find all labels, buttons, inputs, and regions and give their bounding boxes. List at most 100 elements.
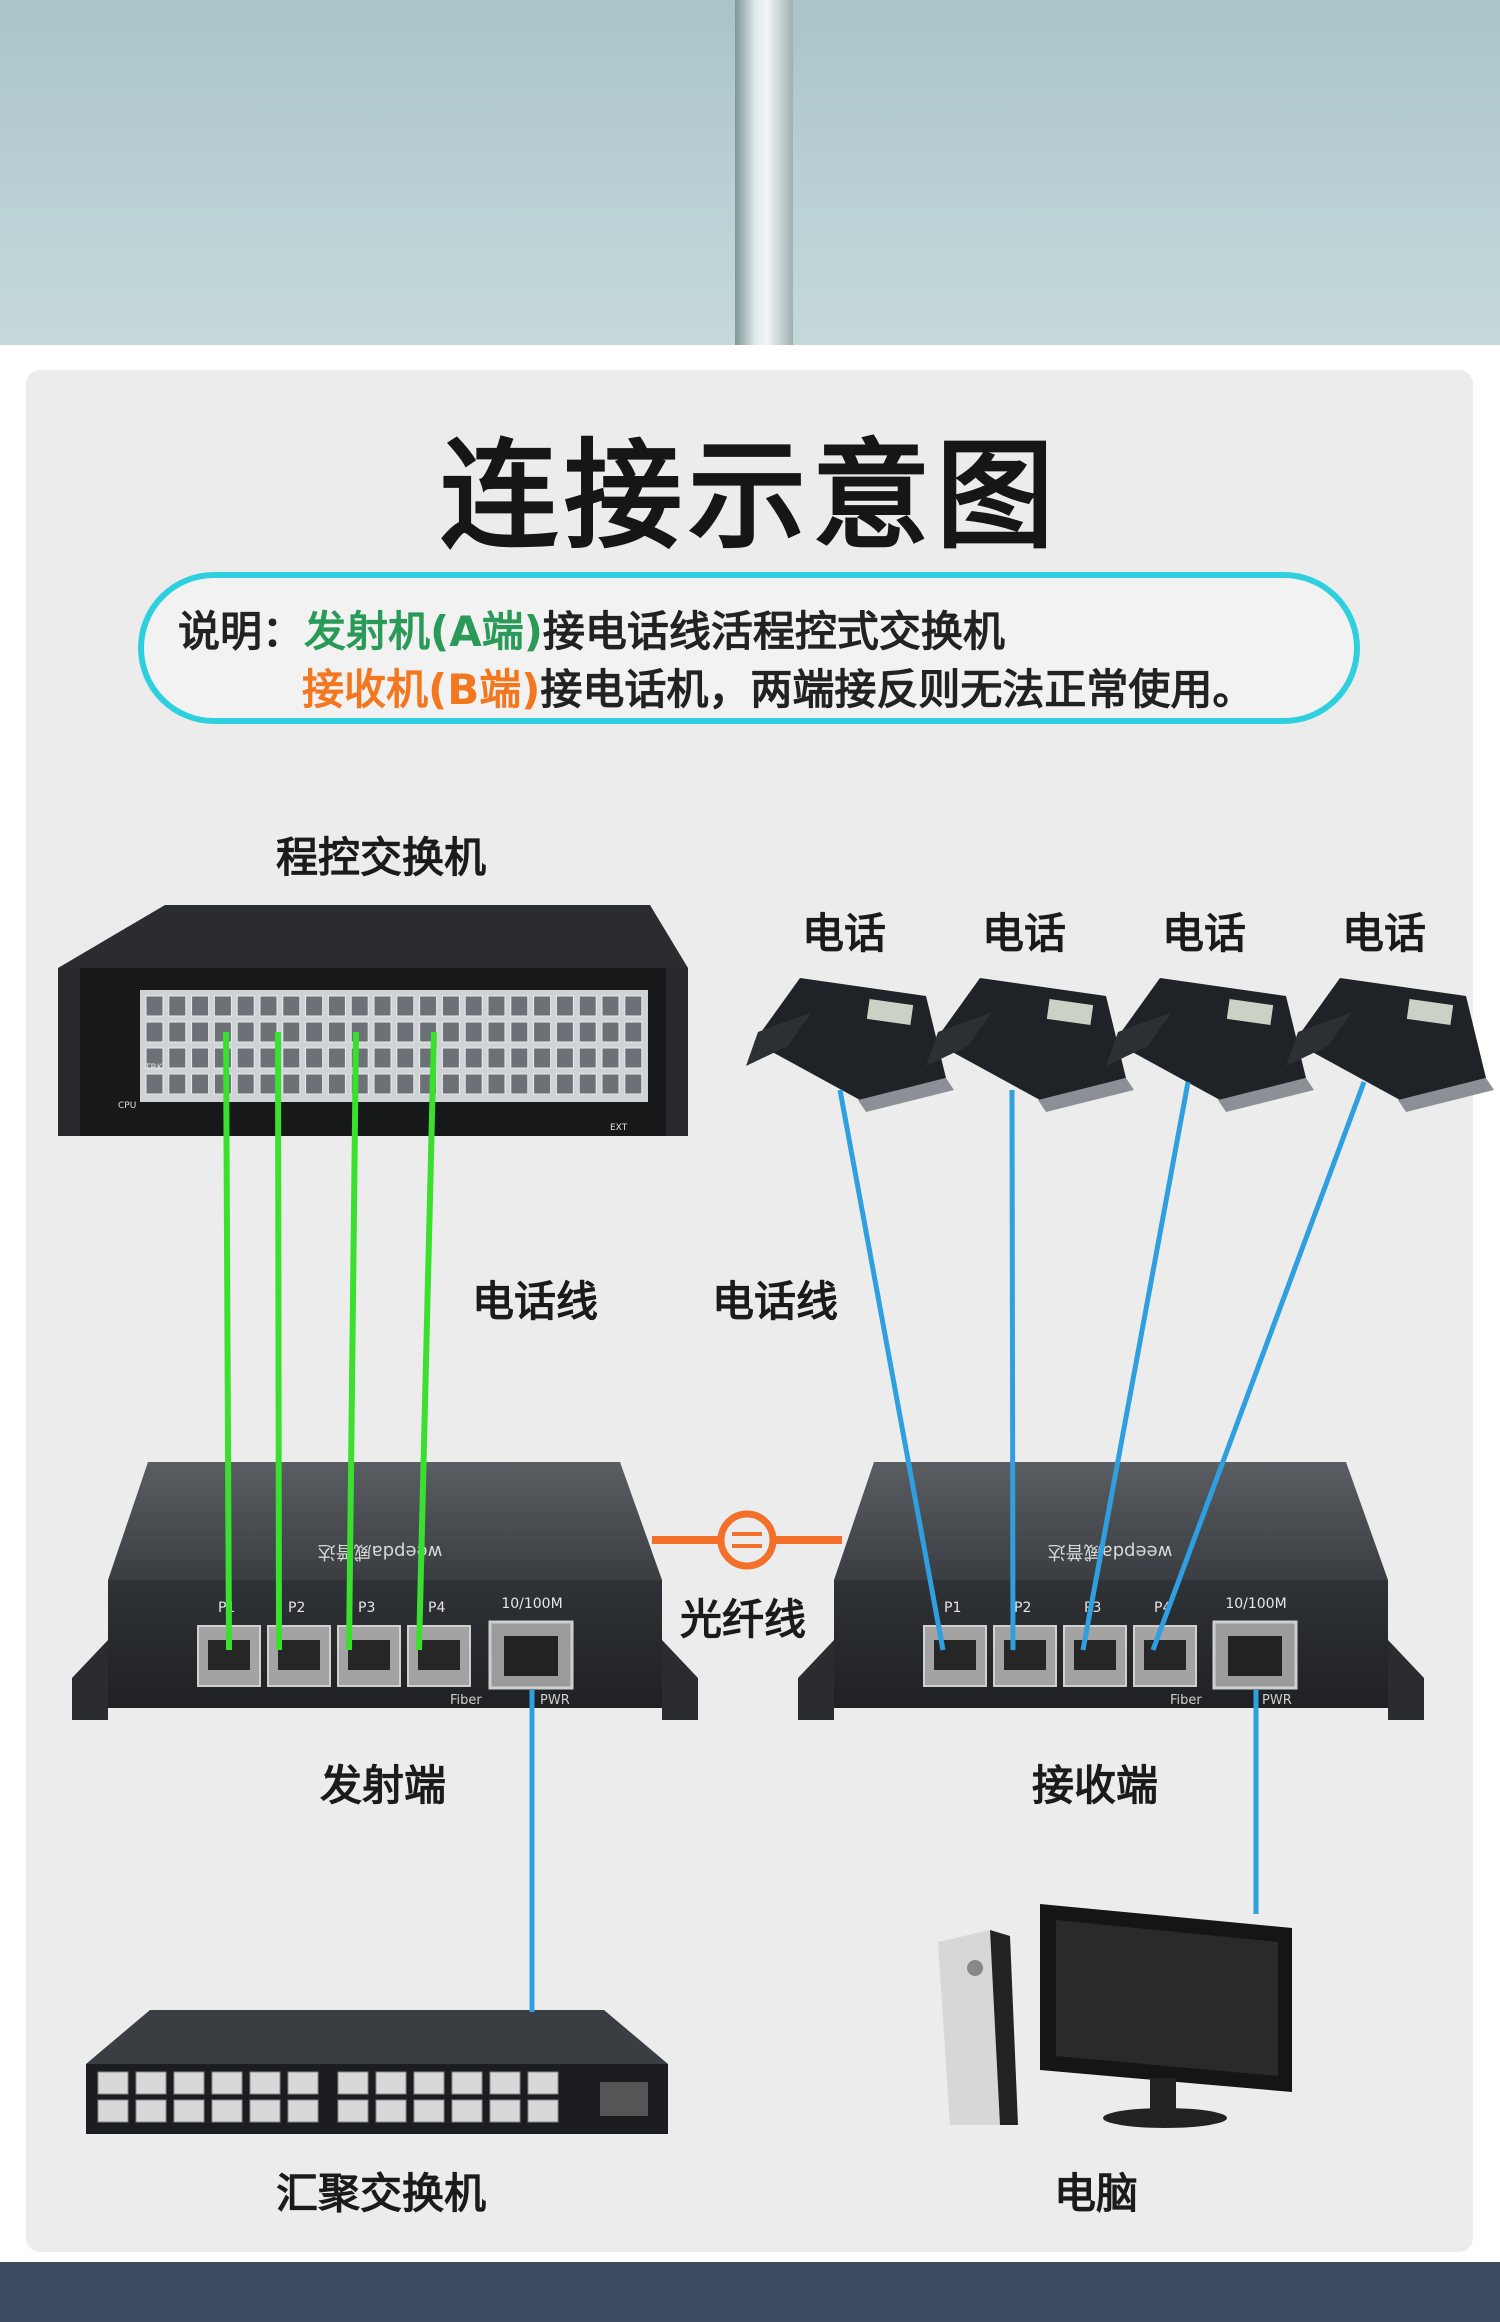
switch-port [287, 2099, 319, 2123]
pbx-port [487, 1021, 506, 1043]
pbx-port [396, 1047, 415, 1069]
pbx-port [282, 1021, 301, 1043]
pbx-cpu-label: CPU [118, 1101, 136, 1111]
pbx-port [464, 1021, 483, 1043]
switch-port [451, 2071, 483, 2095]
pbx-port [578, 1021, 597, 1043]
fiber-link [652, 1510, 842, 1570]
switch-port [97, 2071, 129, 2095]
pbx-line-2 [275, 1031, 282, 1651]
pbx-port [145, 995, 164, 1017]
pbx-port [624, 1021, 643, 1043]
pbx-port [510, 995, 529, 1017]
pbx-port [168, 1073, 187, 1095]
switch-port [135, 2071, 167, 2095]
note-rx-device: 接收机(B端) [302, 665, 541, 714]
pbx-port [327, 995, 346, 1017]
switch-port [413, 2071, 445, 2095]
aggregation-switch-label: 汇聚交换机 [276, 2169, 487, 2218]
pbx-port [441, 1047, 460, 1069]
top-banner-photo [0, 0, 1500, 345]
switch-port [287, 2071, 319, 2095]
pbx-port [327, 1047, 346, 1069]
pbx-port [168, 1021, 187, 1043]
phone-label-4: 电话 [1342, 909, 1427, 958]
phone-label-2: 电话 [982, 909, 1067, 958]
pbx-port [396, 1021, 415, 1043]
pbx-port [282, 995, 301, 1017]
pbx-port [396, 995, 415, 1017]
pbx-port [191, 1073, 210, 1095]
switch-port [489, 2071, 521, 2095]
pbx-port [464, 1073, 483, 1095]
pbx-port [419, 995, 438, 1017]
phone-group [746, 978, 1494, 1112]
pbx-port [555, 995, 574, 1017]
pbx-port [282, 1047, 301, 1069]
pbx-port [487, 995, 506, 1017]
transmitter-device: weepda威普达 P1P2P3P4 10/100M Fiber PWR [72, 1462, 698, 1720]
pbx-port [464, 1047, 483, 1069]
pbx-port [350, 995, 369, 1017]
pbx-line-4 [416, 1031, 437, 1651]
pbx-port [305, 1047, 324, 1069]
pbx-port [601, 1047, 620, 1069]
pbx-port [191, 1047, 210, 1069]
note-tx-text: 接电话线活程控式交换机 [542, 607, 1005, 656]
note-prefix: 说明： [178, 607, 305, 656]
pbx-port [487, 1073, 506, 1095]
pbx-port [145, 1073, 164, 1095]
switch-port [97, 2099, 129, 2123]
switch-port [337, 2071, 369, 2095]
phone-2-icon [926, 978, 1134, 1112]
note-line-1: 说明：发射机(A端)接电话线活程控式交换机 [178, 598, 1005, 659]
receiver-speed-label: 10/100M [1225, 1596, 1286, 1612]
switch-port [249, 2071, 281, 2095]
transmitter-pwr-label: PWR [540, 1693, 570, 1708]
pbx-port [464, 995, 483, 1017]
fiber-label: 光纤线 [680, 1595, 807, 1644]
switch-port [375, 2099, 407, 2123]
pbx-port [236, 1047, 255, 1069]
phone-line-label-right: 电话线 [712, 1277, 839, 1326]
pbx-port [396, 1073, 415, 1095]
pbx-port [145, 1021, 164, 1043]
phone-line-label-left: 电话线 [472, 1277, 599, 1326]
pbx-port [510, 1021, 529, 1043]
switch-port [249, 2099, 281, 2123]
note-rx-text: 接电话机，两端接反则无法正常使用。 [540, 665, 1255, 714]
pbx-port [578, 1047, 597, 1069]
transmitter-port-label-4: P4 [428, 1600, 445, 1616]
pbx-trk-label: TRK [144, 1063, 164, 1073]
pbx-port [282, 1073, 301, 1095]
pbx-port [578, 995, 597, 1017]
pbx-ext-label: EXT [610, 1123, 628, 1133]
pbx-port [533, 1021, 552, 1043]
pbx-port [555, 1047, 574, 1069]
switch-port [375, 2071, 407, 2095]
transmitter-label: 发射端 [320, 1761, 447, 1810]
switch-port [413, 2099, 445, 2123]
switch-port [489, 2099, 521, 2123]
pbx-port [533, 995, 552, 1017]
pbx-port [601, 1021, 620, 1043]
computer-device [938, 1904, 1292, 2128]
phone-4-icon [1286, 978, 1494, 1112]
pbx-port [601, 995, 620, 1017]
pbx-port [191, 995, 210, 1017]
pbx-port [236, 1073, 255, 1095]
switch-port [527, 2071, 559, 2095]
switch-port [135, 2099, 167, 2123]
phone-line-4 [1150, 1081, 1367, 1651]
note-tx-device: 发射机(A端) [304, 607, 543, 656]
pbx-port [441, 1073, 460, 1095]
pbx-line-1 [223, 1031, 232, 1651]
pbx-phone-lines [223, 1031, 437, 1651]
phone-label-3: 电话 [1162, 909, 1247, 958]
pbx-port [373, 1047, 392, 1069]
pbx-port [373, 1073, 392, 1095]
pc-tower [938, 1930, 1000, 2125]
receiver-pwr-label: PWR [1262, 1693, 1292, 1708]
pbx-port [487, 1047, 506, 1069]
